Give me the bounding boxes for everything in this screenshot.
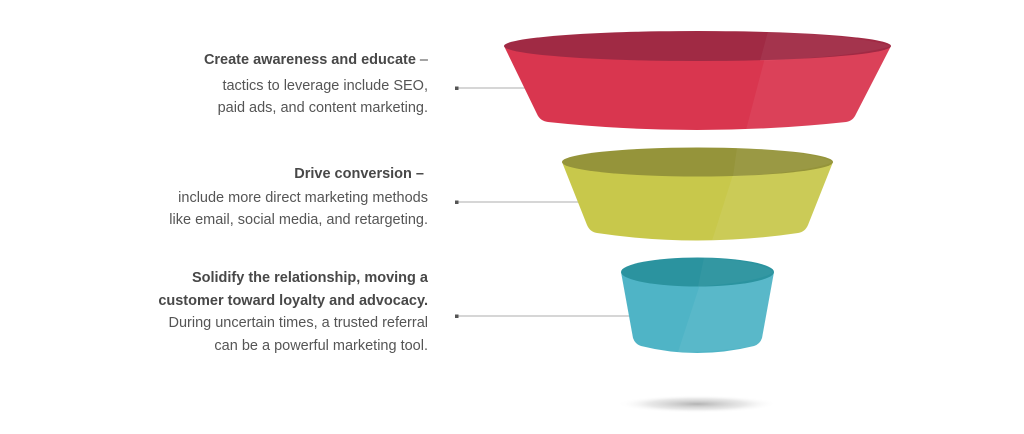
stage-3-heading-line-2: customer toward loyalty and advocacy. (158, 292, 428, 309)
stage-3-text: Solidify the relationship, moving a cust… (158, 267, 428, 357)
connector-1 (455, 86, 525, 90)
stage-3-heading-line-1: Solidify the relationship, moving a (191, 270, 428, 286)
stage-2-text: Drive conversion – include more direct m… (169, 163, 428, 232)
stage-1-line-2: paid ads, and content marketing. (217, 100, 428, 116)
stage-1-text: Create awareness and educate – tactics t… (204, 49, 428, 120)
funnel-shadow (617, 395, 777, 413)
stage-2-line-1: include more direct marketing methods (178, 189, 428, 206)
stage-1-heading: Create awareness and educate (203, 52, 416, 68)
stage-2-line-2: like email, social media, and retargetin… (169, 212, 428, 228)
stage-3-line-1: During uncertain times, a trusted referr… (168, 315, 429, 331)
stage-1-line-1: tactics to leverage include SEO, (222, 77, 428, 94)
funnel-stage-awareness (504, 31, 891, 130)
stage-2-heading: Drive conversion (294, 166, 412, 182)
stage-3-line-2: can be a powerful marketing tool. (214, 337, 428, 354)
funnel-stage-loyalty (621, 257, 774, 353)
funnel-stage-conversion (562, 147, 833, 241)
connector-3 (455, 314, 630, 318)
connector-2 (455, 200, 580, 204)
